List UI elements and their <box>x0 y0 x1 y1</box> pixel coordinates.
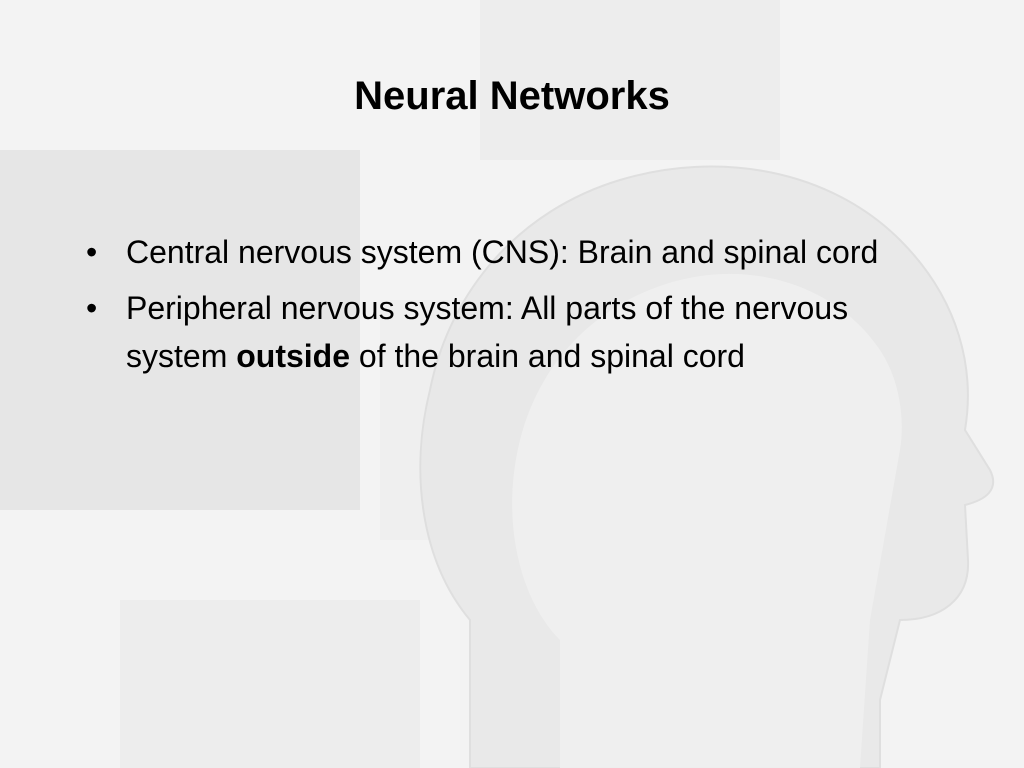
bullet-text-pns-before: Peripheral nervous system: All parts of … <box>126 290 849 374</box>
bullet-item-cns: • Central nervous system (CNS): Brain an… <box>86 228 886 276</box>
bullet-list: • Central nervous system (CNS): Brain an… <box>86 228 886 388</box>
bullet-text-pns-after: of the brain and spinal cord <box>358 338 745 374</box>
slide-title: Neural Networks <box>354 74 670 118</box>
bullet-marker: • <box>86 290 98 326</box>
bullet-text-cns: Central nervous system (CNS): Brain and … <box>126 234 879 270</box>
head-inner-shade <box>512 273 902 768</box>
background-panel-left <box>0 150 360 510</box>
bullet-marker: • <box>86 234 98 270</box>
bullet-item-pns: • Peripheral nervous system: All parts o… <box>86 284 886 380</box>
background-panel-top <box>480 0 780 160</box>
background-panel-bottom <box>120 600 420 768</box>
bullet-text-pns-bold: outside <box>236 338 351 374</box>
